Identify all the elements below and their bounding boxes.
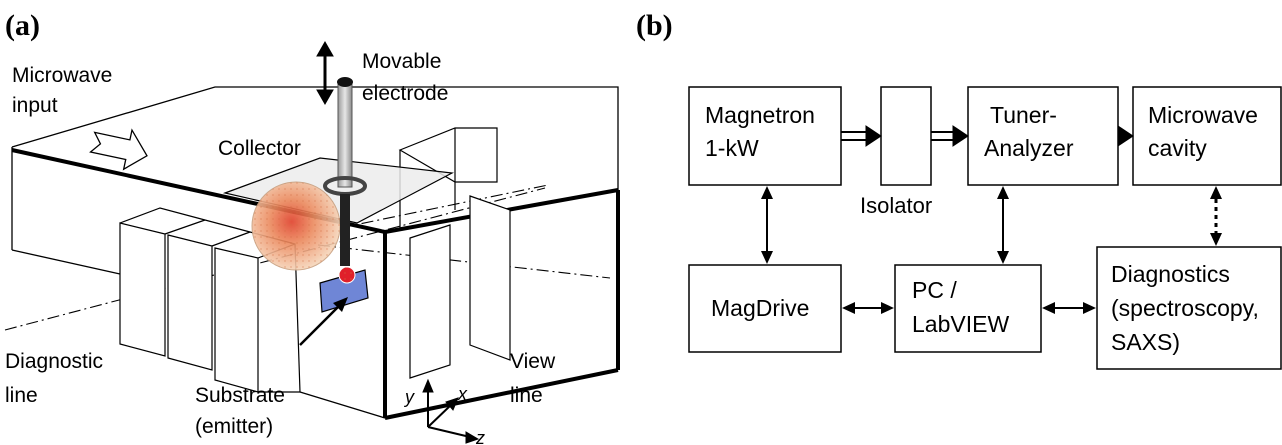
pc-label-2: LabVIEW <box>912 311 1009 337</box>
diagnostics-block <box>1096 246 1282 370</box>
isolator-label: Isolator <box>860 193 932 218</box>
electrode-lower-rod <box>340 194 350 266</box>
substrate-pointer-arrow <box>299 297 348 346</box>
magnetron-label-2: 1-kW <box>705 135 759 161</box>
tuner-label-2: Analyzer <box>984 135 1074 161</box>
microwave-cavity-block <box>1132 86 1282 186</box>
axis-x-label: x <box>457 384 468 404</box>
cavity-label-2: cavity <box>1148 135 1207 161</box>
cavity-label-1: Microwave <box>1148 102 1258 128</box>
magdrive-label: MagDrive <box>711 295 809 321</box>
pc-label-1: PC / <box>912 277 957 303</box>
cavity-box <box>11 86 620 420</box>
substrate-label-1: Substrate <box>195 384 285 407</box>
motion-arrow <box>316 40 334 106</box>
axis-y-label: y <box>403 387 415 407</box>
substrate-label-2: (emitter) <box>195 415 273 438</box>
microwave-input-label-2: input <box>12 94 58 117</box>
diagnostics-label-1: Diagnostics <box>1111 261 1230 287</box>
microwave-input-label-1: Microwave <box>12 64 112 87</box>
tuner-label-1: Tuner- <box>990 102 1057 128</box>
magnetron-block <box>688 86 842 186</box>
movable-electrode-label-1: Movable <box>362 50 441 73</box>
view-line-label-2: line <box>510 384 543 407</box>
coordinate-axes <box>422 378 480 444</box>
power-flow-arrows <box>841 125 1134 147</box>
diagnostic-line-label-1: Diagnostic <box>5 350 103 373</box>
diagnostic-line-label-2: line <box>5 384 38 407</box>
magdrive-block <box>688 264 842 353</box>
panel-b: (b) <box>636 9 1282 370</box>
left-baffles <box>119 207 301 393</box>
panel-a: (a) <box>4 9 620 445</box>
tuner-analyzer-block <box>967 86 1119 186</box>
electrode-cap <box>337 77 353 87</box>
control-arrows <box>761 186 1222 314</box>
electrode-rod <box>337 83 353 188</box>
dash-dot-lines <box>4 184 611 331</box>
panel-b-label: (b) <box>636 9 673 42</box>
axis-z-label: z <box>475 428 485 445</box>
collector-label: Collector <box>218 137 301 160</box>
diagnostics-label-2: (spectroscopy, <box>1111 295 1259 321</box>
view-line-label-1: View <box>510 350 556 373</box>
right-baffles <box>398 127 511 379</box>
diagnostics-label-3: SAXS) <box>1111 329 1180 355</box>
plasma-texture <box>252 182 340 270</box>
isolator-block <box>880 86 932 186</box>
magnetron-label-1: Magnetron <box>705 102 815 128</box>
pc-labview-block <box>894 264 1042 353</box>
movable-electrode-label-2: electrode <box>362 82 448 105</box>
electrode-tip-texture <box>339 267 355 283</box>
microwave-input-arrow <box>89 128 148 171</box>
panel-a-label: (a) <box>5 9 40 42</box>
